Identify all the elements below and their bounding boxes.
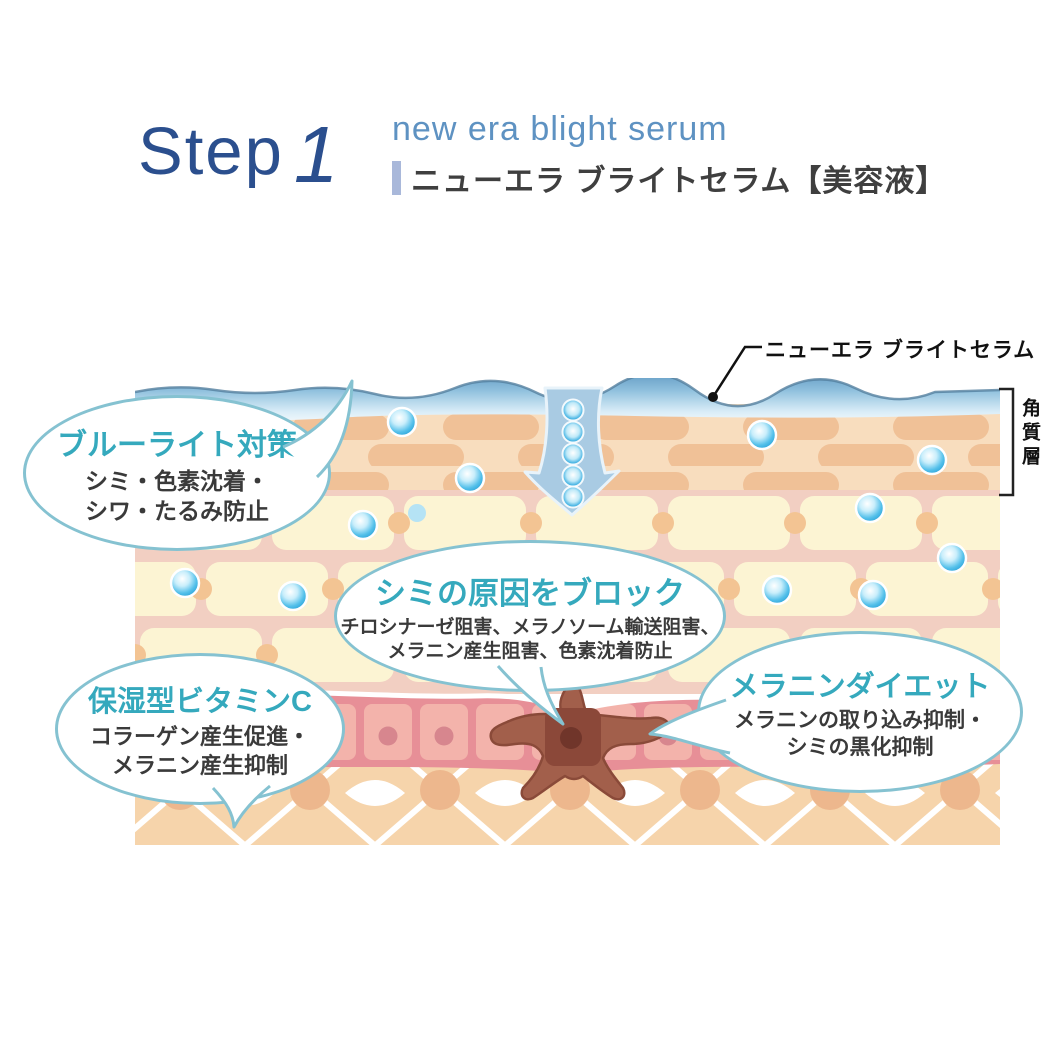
product-name-en: new era blight serum bbox=[392, 110, 728, 148]
product-name-jp: ニューエラ ブライトセラム【美容液】 bbox=[411, 165, 947, 199]
product-heading: new era blight serum ニューエラ ブライトセラム【美容液】 bbox=[392, 110, 946, 200]
bubble-bluelight-body: シミ・色素沈着・ シワ・たるみ防止 bbox=[85, 468, 269, 524]
bubble-block-spots: シミの原因をブロック チロシナーゼ阻害、メラノソーム輸送阻害、 メラニン産生阻害… bbox=[334, 540, 726, 692]
serum-callout-label: ニューエラ ブライトセラム bbox=[765, 339, 1036, 362]
serum-particles bbox=[169, 406, 968, 612]
bubble-block-spots-title: シミの原因をブロック bbox=[375, 575, 685, 611]
bubble-block-spots-body: チロシナーゼ阻害、メラノソーム輸送阻害、 メラニン産生阻害、色素沈着防止 bbox=[340, 616, 720, 662]
step-label: Step bbox=[138, 114, 284, 189]
absorption-arrow bbox=[523, 386, 621, 517]
bubble-melanin-diet-body: メラニンの取り込み抑制・ シミの黒化抑制 bbox=[734, 708, 986, 759]
bubble-bluelight-title: ブルーライト対策 bbox=[57, 429, 297, 463]
bubble-vitamin-c-title: 保湿型ビタミンC bbox=[88, 686, 312, 719]
arrow-particles bbox=[561, 398, 585, 509]
bubble-vitamin-c: 保湿型ビタミンC コラーゲン産生促進・ メラニン産生抑制 bbox=[55, 653, 345, 805]
bubble-melanin-diet-title: メラニンダイエット bbox=[729, 670, 991, 703]
step-number: 1 bbox=[293, 110, 339, 199]
bubble-bluelight: ブルーライト対策 シミ・色素沈着・ シワ・たるみ防止 bbox=[23, 395, 331, 551]
step-heading: Step 1 bbox=[138, 110, 339, 199]
stratum-corneum-label: 角質層 bbox=[1019, 398, 1040, 470]
bubble-melanin-diet: メラニンダイエット メラニンの取り込み抑制・ シミの黒化抑制 bbox=[697, 631, 1023, 793]
stratum-corneum-bracket bbox=[999, 387, 1015, 497]
bubble-vitamin-c-body: コラーゲン産生促進・ メラニン産生抑制 bbox=[89, 724, 310, 778]
accent-bar bbox=[392, 161, 401, 196]
